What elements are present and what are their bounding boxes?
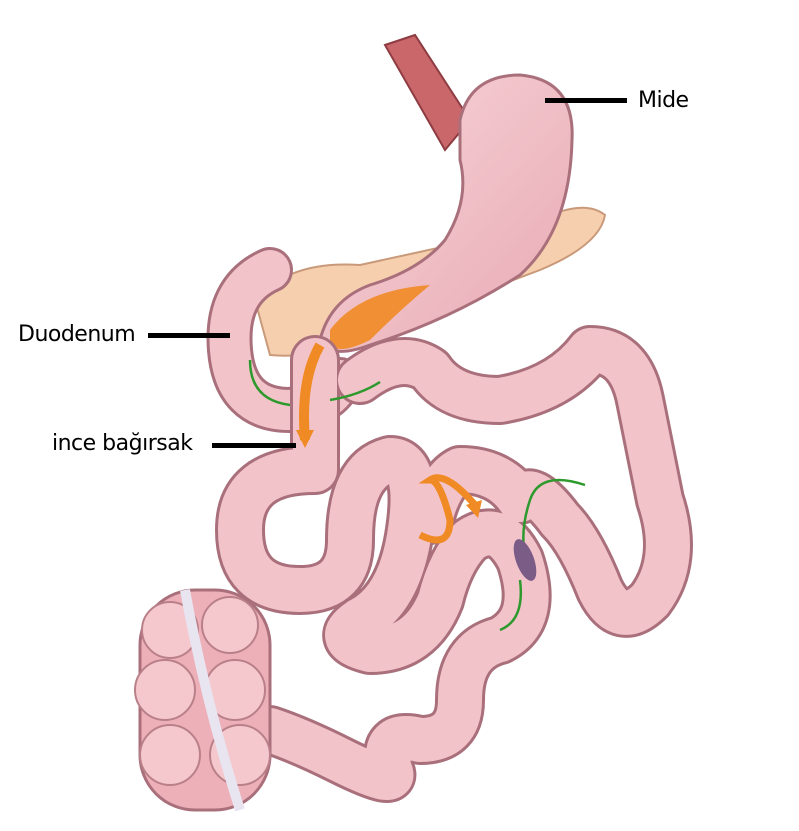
small-intestine: [215, 325, 693, 803]
intestinal-plug: [513, 539, 537, 581]
enzyme-arrow-2: [499, 478, 586, 632]
food-path-arrow-2: [418, 474, 478, 544]
small-intestine-leader-line: [212, 443, 296, 448]
stomach-label: Mide: [638, 88, 689, 113]
small-intestine-label: ince bağırsak: [52, 431, 193, 456]
duodenum-leader-line: [148, 333, 230, 338]
large-intestine: [134, 588, 272, 812]
stomach-content: [330, 285, 430, 349]
food-path-arrow: [299, 342, 325, 441]
esophagus: [383, 33, 472, 152]
enzyme-arrow: [248, 359, 381, 407]
stomach: [318, 73, 574, 353]
duodenum-label: Duodenum: [18, 322, 136, 347]
stomach-leader-line: [545, 98, 627, 103]
